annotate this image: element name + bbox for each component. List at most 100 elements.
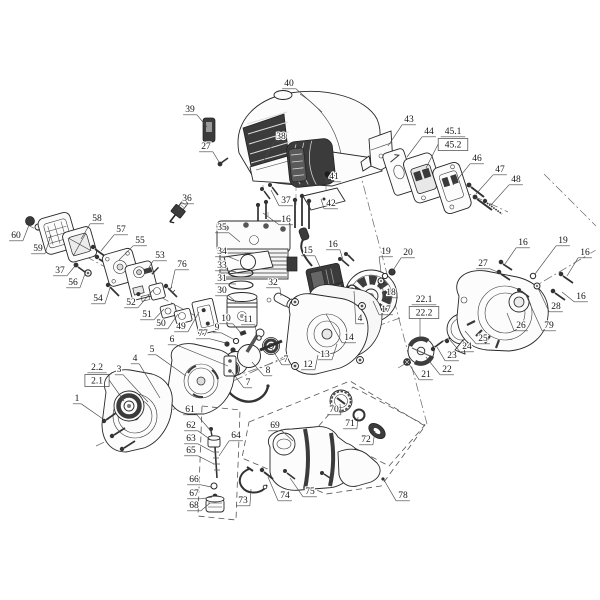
nut-56: [84, 269, 92, 277]
callout-label-12: 12: [303, 360, 313, 370]
muffler-cover-46: [432, 161, 472, 215]
callout-30: 30: [215, 285, 237, 303]
callout-label-64: 64: [231, 431, 241, 441]
screw-37-left: [73, 262, 86, 273]
callout-label-2.1: 2.1: [91, 377, 103, 387]
callout-label-31: 31: [217, 274, 227, 284]
callout-35: 35: [215, 222, 241, 243]
callout-37: 37: [53, 265, 76, 277]
callout-49: 49: [174, 311, 200, 333]
callout-label-63: 63: [186, 434, 196, 444]
callout-label-1: 1: [75, 394, 80, 404]
callout-label-33: 33: [217, 261, 227, 271]
callout-15: 15: [301, 245, 321, 268]
callout-78: 78: [383, 479, 410, 502]
callout-16: 16: [262, 212, 293, 226]
callout-16: 16: [566, 247, 592, 277]
callout-17: 17: [372, 300, 393, 316]
callout-label-19: 19: [381, 247, 391, 257]
callout-label-43: 43: [404, 115, 414, 125]
callout-label-27: 27: [478, 259, 488, 269]
fuel-cap-70: [329, 389, 353, 413]
callout-label-7: 7: [284, 355, 289, 365]
callout-label-9: 9: [215, 323, 220, 333]
fan-case-5: [167, 343, 237, 415]
callout-14: 14: [325, 313, 356, 344]
callout-pair-22.2: 22.122.2: [408, 294, 440, 339]
callout-7: 7: [271, 348, 291, 366]
callout-48: 48: [490, 174, 523, 206]
callout-label-23: 23: [447, 351, 457, 361]
callout-label-6: 6: [170, 335, 175, 345]
callout-label-67: 67: [189, 489, 199, 499]
callout-label-62: 62: [186, 421, 196, 431]
callout-72: 72: [359, 430, 376, 446]
callout-13: 13: [318, 343, 338, 361]
callout-label-41: 41: [329, 172, 339, 182]
air-filter-element-58: [62, 226, 98, 263]
callout-32: 32: [266, 277, 282, 297]
callout-64: 64: [218, 430, 243, 457]
callout-label-22: 22: [442, 365, 452, 375]
callout-79: 79: [524, 292, 556, 332]
callout-54: 54: [91, 287, 111, 305]
callout-label-16: 16: [580, 248, 590, 258]
gasket-51: [159, 303, 178, 319]
callout-51: 51: [140, 308, 165, 321]
callout-16: 16: [504, 237, 530, 265]
callout-label-38: 38: [276, 132, 286, 142]
callout-label-4: 4: [358, 314, 363, 324]
callout-1: 1: [72, 393, 104, 420]
callout-label-54: 54: [93, 294, 103, 304]
callout-34: 34: [215, 246, 240, 262]
cap-keeper-72: [368, 423, 386, 439]
callout-9: 9: [212, 322, 236, 341]
callout-label-34: 34: [217, 247, 227, 257]
callout-label-65: 65: [186, 446, 196, 456]
callout-19: 19: [378, 246, 393, 273]
callout-label-14: 14: [344, 333, 354, 343]
kit-boundary-dot-78: [381, 477, 385, 481]
washer-18: [377, 277, 385, 285]
callout-label-30: 30: [217, 286, 227, 296]
callout-31: 31: [215, 273, 237, 285]
callout-label-19: 19: [558, 236, 568, 246]
callout-74: 74: [267, 476, 292, 502]
callout-59: 59: [31, 234, 52, 255]
callout-8: 8: [251, 361, 273, 377]
callout-4: 4: [130, 353, 161, 399]
callout-label-16: 16: [281, 215, 291, 225]
callout-75: 75: [289, 477, 317, 498]
callout-label-16: 16: [518, 238, 528, 248]
callout-55: 55: [118, 235, 147, 261]
callout-label-71: 71: [345, 419, 355, 429]
callout-label-24: 24: [462, 342, 472, 352]
callout-44: 44: [406, 126, 436, 158]
gasket-34: [223, 250, 274, 275]
piston-30: [226, 292, 258, 328]
callout-41: 41: [322, 171, 341, 183]
callout-16: 16: [326, 239, 344, 261]
callout-label-8: 8: [266, 366, 271, 376]
callout-26: 26: [506, 312, 528, 332]
callout-label-22.1: 22.1: [416, 295, 433, 305]
callout-67: 67: [187, 488, 213, 500]
callout-label-66: 66: [189, 475, 199, 485]
callout-label-2.2: 2.2: [91, 363, 103, 373]
callout-39: 39: [183, 104, 208, 128]
callout-label-4: 4: [133, 354, 138, 364]
callout-43: 43: [387, 114, 416, 147]
callout-label-37: 37: [55, 266, 65, 276]
housing-screws-16-19-27-28-79: [496, 259, 574, 301]
callout-label-32: 32: [268, 278, 278, 288]
callout-18: 18: [381, 282, 398, 299]
rope-pulley-2: [113, 390, 145, 422]
callout-24: 24: [449, 339, 474, 353]
callout-label-68: 68: [189, 501, 199, 511]
callout-label-78: 78: [398, 491, 408, 501]
callout-76: 76: [170, 259, 189, 289]
callout-label-11: 11: [243, 315, 252, 325]
callout-27: 27: [199, 141, 220, 163]
